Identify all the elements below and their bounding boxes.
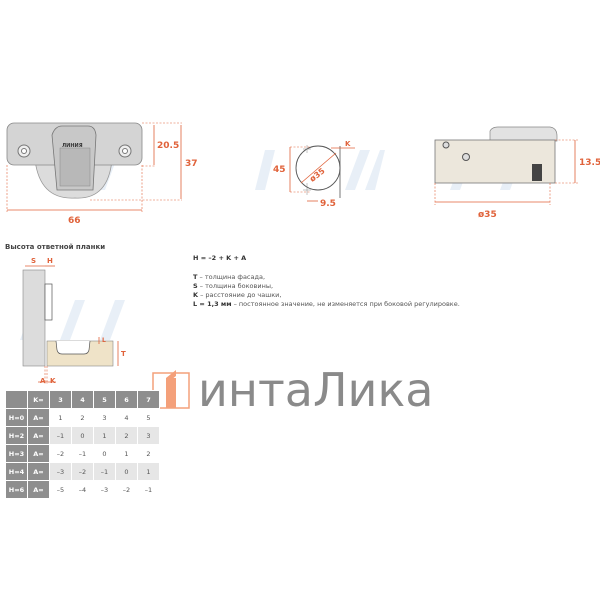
a-value: –4 (71, 480, 94, 499)
label-a: A (40, 377, 46, 385)
a-value: 4 (115, 408, 138, 427)
svg-text:T – толщина фасада,: T – толщина фасада, (193, 273, 265, 281)
a-value: 1 (115, 444, 138, 463)
h-label: H=2 (5, 426, 28, 445)
a-value: –5 (49, 480, 72, 499)
a-label: A= (27, 426, 50, 445)
label-t: T (121, 350, 126, 358)
a-value: 2 (137, 444, 160, 463)
dim-k: K (345, 140, 351, 148)
hinge-front-view: ЛИНИЯ 20.5 37 66 (6, 122, 198, 226)
mounting-plate-section: S H A K L T (22, 257, 126, 385)
legend-text: – постоянное значение, не изменяется при… (232, 300, 460, 308)
brand-mark: ЛИНИЯ (62, 143, 83, 149)
a-value: –1 (93, 462, 116, 481)
a-value: 0 (115, 462, 138, 481)
formula: H = –2 + K + A (193, 254, 246, 262)
a-value: –1 (71, 444, 94, 463)
k-label: K= (27, 390, 50, 409)
h-label: H=4 (5, 462, 28, 481)
a-label: A= (27, 444, 50, 463)
a-label: A= (27, 462, 50, 481)
dim-45: 45 (273, 165, 286, 175)
a-value: –2 (115, 480, 138, 499)
k-value: 6 (115, 390, 138, 409)
svg-text:K – расстояние до чашки,: K – расстояние до чашки, (193, 291, 281, 299)
h-label: H=6 (5, 480, 28, 499)
a-value: 1 (137, 462, 160, 481)
a-value: 3 (137, 426, 160, 445)
intalika-logo: интаЛика (152, 363, 433, 417)
a-value: –2 (49, 444, 72, 463)
a-label: A= (27, 480, 50, 499)
label-k: K (50, 377, 56, 385)
dim-13-5: 13.5 (579, 158, 600, 168)
a-value: –3 (49, 462, 72, 481)
dim-9-5: 9.5 (320, 199, 336, 209)
label-l: L (102, 337, 106, 344)
legend-text: – расстояние до чашки, (198, 291, 281, 299)
hinge-side-view: 13.5 ø35 (434, 126, 600, 220)
label-h: H (47, 257, 53, 265)
dim-side-diameter: ø35 (478, 210, 497, 220)
a-value: 0 (93, 444, 116, 463)
dim-20-5: 20.5 (157, 141, 179, 151)
a-value: –1 (137, 480, 160, 499)
a-value: 5 (137, 408, 160, 427)
dim-37: 37 (185, 159, 198, 169)
k-value: 3 (49, 390, 72, 409)
svg-text:L = 1,3 мм – постоянное значен: L = 1,3 мм – постоянное значение, не изм… (193, 300, 460, 308)
formula-block: H = –2 + K + A T – толщина фасада, S – т… (193, 254, 460, 308)
legend-key: L = 1,3 мм (193, 300, 232, 308)
k-value: 5 (93, 390, 116, 409)
section-title: Высота ответной планки (5, 243, 105, 251)
a-label: A= (27, 408, 50, 427)
legend-key: T (193, 273, 198, 281)
table-corner (5, 390, 28, 409)
legend-key: S (193, 282, 198, 290)
label-s: S (31, 257, 36, 265)
svg-text:S – толщина боковины,: S – толщина боковины, (193, 282, 273, 290)
a-value: –1 (49, 426, 72, 445)
a-value: 0 (71, 426, 94, 445)
h-label: H=3 (5, 444, 28, 463)
logo-text: интаЛика (198, 363, 433, 417)
a-value: 1 (49, 408, 72, 427)
legend-key: K (193, 291, 199, 299)
k-value: 4 (71, 390, 94, 409)
legend-text: – толщина боковины, (198, 282, 273, 290)
drilling-diagram: 45 ø35 K 9.5 (273, 140, 355, 209)
dim-66: 66 (68, 216, 81, 226)
a-value: 2 (71, 408, 94, 427)
a-value: –3 (93, 480, 116, 499)
a-value: 2 (115, 426, 138, 445)
k-value: 7 (137, 390, 160, 409)
a-value: –2 (71, 462, 94, 481)
legend-text: – толщина фасада, (197, 273, 265, 281)
a-value: 3 (93, 408, 116, 427)
table-header-row: K= 3 4 5 6 7 (5, 390, 160, 409)
h-label: H=0 (5, 408, 28, 427)
a-value: 1 (93, 426, 116, 445)
